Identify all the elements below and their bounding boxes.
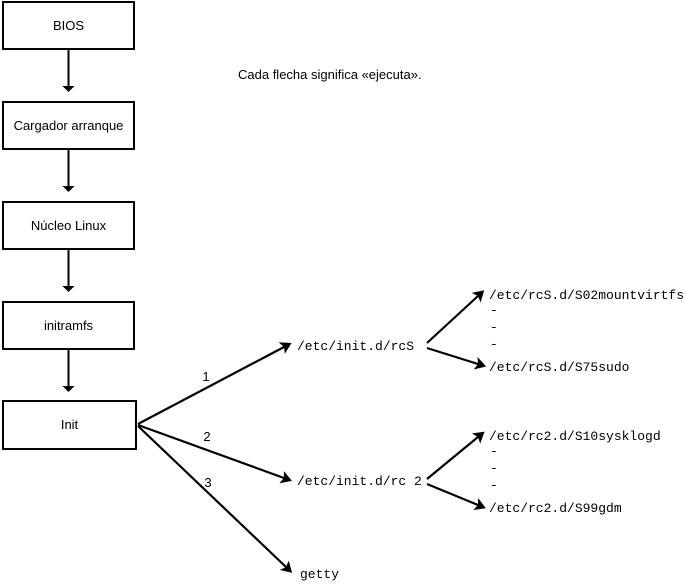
box-bios-rect [2, 1, 135, 50]
arrow-rcs-to-first [426, 290, 485, 344]
label-rc2-d-s10sysklogd: /etc/rc2.d/S10sysklogd [489, 429, 661, 444]
rc2-ellipsis-dash-2: - [490, 461, 498, 476]
arrow-init-to-getty [137, 425, 293, 573]
init-branch-3: 3 getty [137, 425, 339, 582]
box-bios[interactable]: BIOS [2, 1, 135, 50]
fork-rc2-group: /etc/rc2.d/S10sysklogd /etc/rc2.d/S99gdm… [426, 429, 661, 516]
rcs-ellipsis-dash-1: - [490, 303, 498, 318]
rc2-ellipsis-dash-1: - [490, 444, 498, 459]
box-bootloader-label: Cargador arranque [14, 118, 124, 133]
arrow-rc2-to-last [426, 482, 486, 511]
box-initramfs[interactable]: initramfs [2, 301, 135, 350]
label-etc-init-d-rcs: /etc/init.d/rcS [297, 339, 414, 354]
box-kernel-label: Núcleo Linux [31, 218, 107, 233]
label-etc-init-d-rc-2: /etc/init.d/rc 2 [297, 474, 422, 489]
branch-number-3: 3 [204, 475, 211, 490]
branch-number-2: 2 [203, 429, 210, 444]
box-init-label: Init [61, 417, 79, 432]
rcs-ellipsis-dash-3: - [490, 337, 498, 352]
box-kernel-rect [2, 201, 135, 250]
label-rc2-d-s99gdm: /etc/rc2.d/S99gdm [489, 501, 622, 516]
label-rcs-d-s02mountvirtfs: /etc/rcS.d/S02mountvirtfs [489, 288, 684, 303]
init-branch-2: 2 /etc/init.d/rc 2 [137, 423, 422, 489]
box-init[interactable]: Init [2, 400, 137, 450]
arrow-init-to-rc2 [137, 423, 292, 484]
box-bios-label: BIOS [53, 18, 84, 33]
label-rcs-d-s75sudo: /etc/rcS.d/S75sudo [489, 360, 629, 375]
branch-number-1: 1 [202, 369, 209, 384]
arrow-rcs-to-last [426, 346, 487, 370]
box-init-rect [2, 400, 137, 450]
box-kernel[interactable]: Núcleo Linux [2, 201, 135, 250]
init-branch-1: 1 /etc/init.d/rcS [137, 339, 414, 425]
box-initramfs-rect [2, 301, 135, 350]
boot-chain-group: BIOS Cargador arranque Núcleo Linux init… [2, 1, 137, 450]
rc2-ellipsis-dash-3: - [490, 478, 498, 493]
arrow-rc2-to-first [426, 431, 485, 480]
diagram-caption: Cada flecha significa «ejecuta». [238, 67, 422, 82]
box-initramfs-label: initramfs [44, 318, 94, 333]
rcs-ellipsis-dash-2: - [490, 320, 498, 335]
fork-rcs-group: /etc/rcS.d/S02mountvirtfs /etc/rcS.d/S75… [426, 288, 684, 375]
arrow-init-to-rcs [137, 342, 292, 425]
box-bootloader-rect [2, 101, 135, 150]
label-getty: getty [300, 567, 339, 582]
box-bootloader[interactable]: Cargador arranque [2, 101, 135, 150]
